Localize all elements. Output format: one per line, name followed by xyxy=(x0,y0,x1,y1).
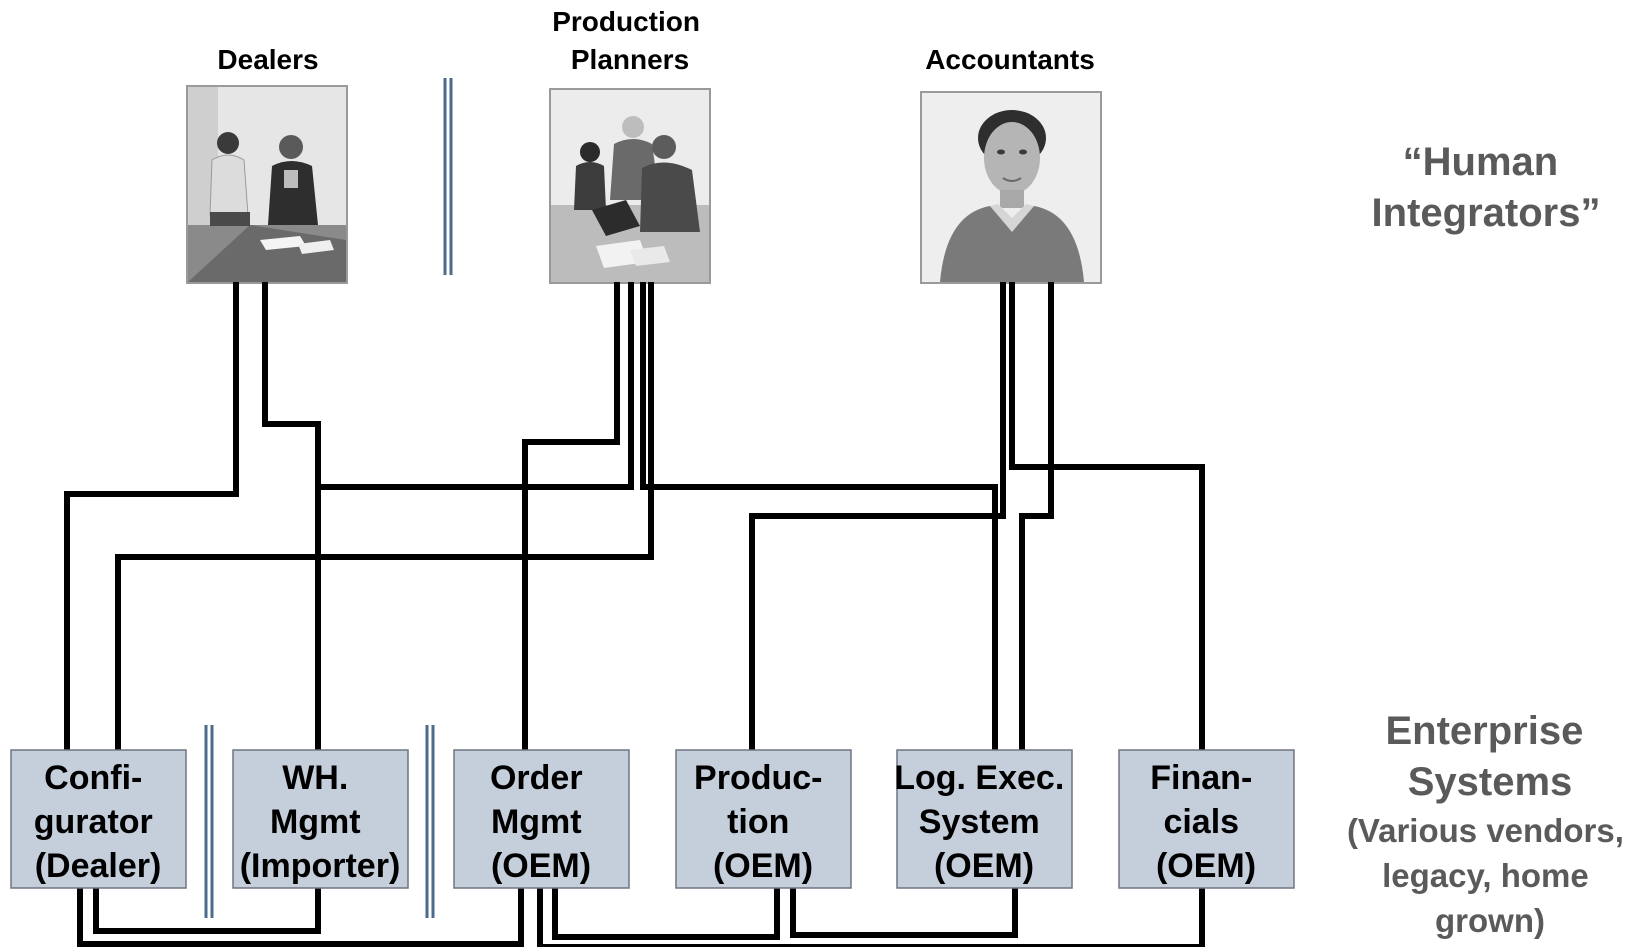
system-configurator: Confi- gurator (Dealer) xyxy=(10,749,187,889)
conn-configurator-wh xyxy=(93,885,321,934)
group-label-accountants: Accountants xyxy=(925,44,1095,75)
divider-dealers-planners xyxy=(443,78,453,275)
conn-planners-logexec xyxy=(640,282,998,753)
planners-photo xyxy=(549,88,711,284)
svg-text:WH. Mgmt (Importer: WH. Mgmt (Importer) xyxy=(240,759,401,885)
conn-accountants-logexec xyxy=(1019,282,1054,753)
system-log-exec: Log. Exec. System (OEM) xyxy=(894,749,1074,889)
enterprise-systems-label: Enterprise Systems xyxy=(1386,709,1595,804)
conn-accountants-financials xyxy=(1009,282,1205,753)
dealers-photo xyxy=(186,85,348,284)
svg-text:Produc- tion (OEM): Produc- tion (OEM) xyxy=(694,759,832,885)
connections-top xyxy=(64,282,1205,753)
group-label-planners: Production Planners xyxy=(552,6,708,75)
system-order-mgmt: Order Mgmt (OEM) xyxy=(453,749,630,889)
svg-text:Confi- gurator (De: Confi- gurator (Dealer) xyxy=(34,759,162,885)
svg-text:Finan- cials (OEM): Finan- cials (OEM) xyxy=(1150,759,1261,885)
accountant-photo xyxy=(920,91,1102,284)
enterprise-note-label: (Various vendors, legacy, home grown) xyxy=(1347,812,1633,939)
system-production: Produc- tion (OEM) xyxy=(675,749,852,889)
conn-accountants-production xyxy=(749,282,1006,753)
conn-planners-configurator xyxy=(115,282,654,753)
conn-dealers-wh xyxy=(262,282,321,753)
divider-configurator-wh xyxy=(204,725,214,918)
svg-text:Order Mgmt (OEM): Order Mgmt (OEM) xyxy=(490,759,592,885)
group-label-dealers: Dealers xyxy=(217,44,318,75)
system-financials: Finan- cials (OEM) xyxy=(1118,749,1295,889)
svg-text:Log. Exec. System: Log. Exec. System (OEM) xyxy=(894,759,1074,885)
conn-planners-wh xyxy=(315,282,634,490)
system-wh-mgmt: WH. Mgmt (Importer) xyxy=(232,749,409,889)
conn-planners-order xyxy=(522,282,620,753)
conn-order-production xyxy=(552,885,780,940)
conn-dealers-configurator xyxy=(64,282,239,753)
conn-order-financials xyxy=(537,885,1205,947)
conn-production-logexec xyxy=(790,885,1018,938)
conn-configurator-order xyxy=(77,885,524,947)
human-integrators-label: “Human Integrators” xyxy=(1372,140,1601,235)
divider-wh-order xyxy=(425,725,435,918)
connections-bottom xyxy=(77,885,1205,947)
